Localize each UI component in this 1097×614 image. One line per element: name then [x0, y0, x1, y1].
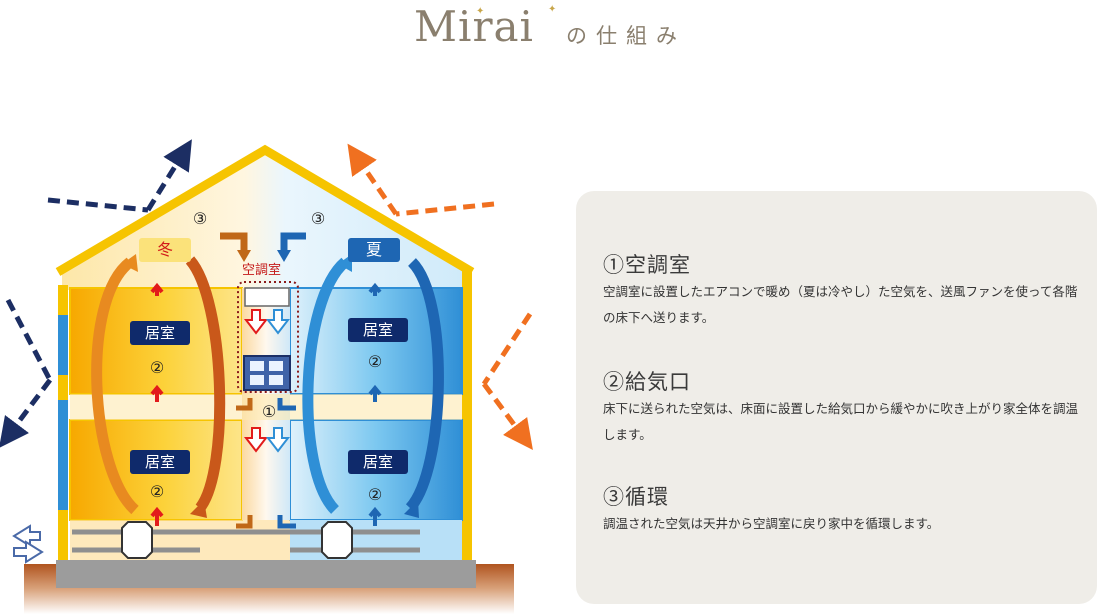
marker-supply: ②: [367, 352, 383, 371]
air-conditioner-icon: [244, 287, 290, 307]
brand-logo: Mirai: [414, 2, 534, 51]
room-label: 居室: [130, 321, 190, 345]
damper-left: [121, 521, 153, 559]
room-label: 居室: [348, 450, 408, 474]
marker-supply: ②: [149, 482, 165, 501]
marker-supply: ②: [367, 485, 383, 504]
section-body: 調温された空気は天井から空調室に戻り家中を循環します。: [603, 516, 940, 531]
roof: [55, 144, 475, 276]
intake-arrow-icon: [13, 540, 44, 564]
damper-right: [321, 521, 353, 559]
section-body: 床下に送られた空気は、床面に設置した給気口から緩やかに吹き上がり家全体を調温しま…: [603, 401, 1079, 442]
sparkle-icon: ✦: [548, 4, 557, 15]
foundation: [56, 560, 476, 588]
section-heading: ①空調室: [603, 253, 691, 277]
house-diagram: 冬 夏 空調室 居室 居室 居室 居室 ③ ③ ② ② ② ② ①: [0, 139, 533, 614]
explanation-card: ①空調室 空調室に設置したエアコンで暖め（夏は冷やし）た空気を、送風ファンを使っ…: [576, 191, 1097, 604]
marker-supply: ②: [149, 358, 165, 377]
room-label: 居室: [130, 450, 190, 474]
section-heading: ③循環: [603, 485, 669, 509]
marker-ac-room: ①: [261, 402, 277, 421]
ac-room-outline: [237, 281, 299, 393]
right-wall: [462, 270, 472, 560]
winter-label: 冬: [139, 238, 191, 262]
ac-room-label: 空調室: [242, 263, 282, 278]
house-illustration: [0, 139, 533, 614]
room-label: 居室: [348, 318, 408, 342]
exhaust-arrow-icon: [12, 524, 41, 548]
sparkle-icon: ✦: [476, 6, 485, 17]
title-area: Mirai ✦ ✦ の仕組み: [0, 0, 1097, 60]
marker-circulation: ③: [310, 209, 326, 228]
marker-circulation: ③: [192, 209, 208, 228]
section-body: 空調室に設置したエアコンで暖め（夏は冷やし）た空気を、送風ファンを使って各階の床…: [603, 284, 1078, 325]
section-heading: ②給気口: [603, 370, 691, 394]
summer-label: 夏: [348, 238, 400, 262]
page-subtitle: の仕組み: [566, 24, 686, 48]
